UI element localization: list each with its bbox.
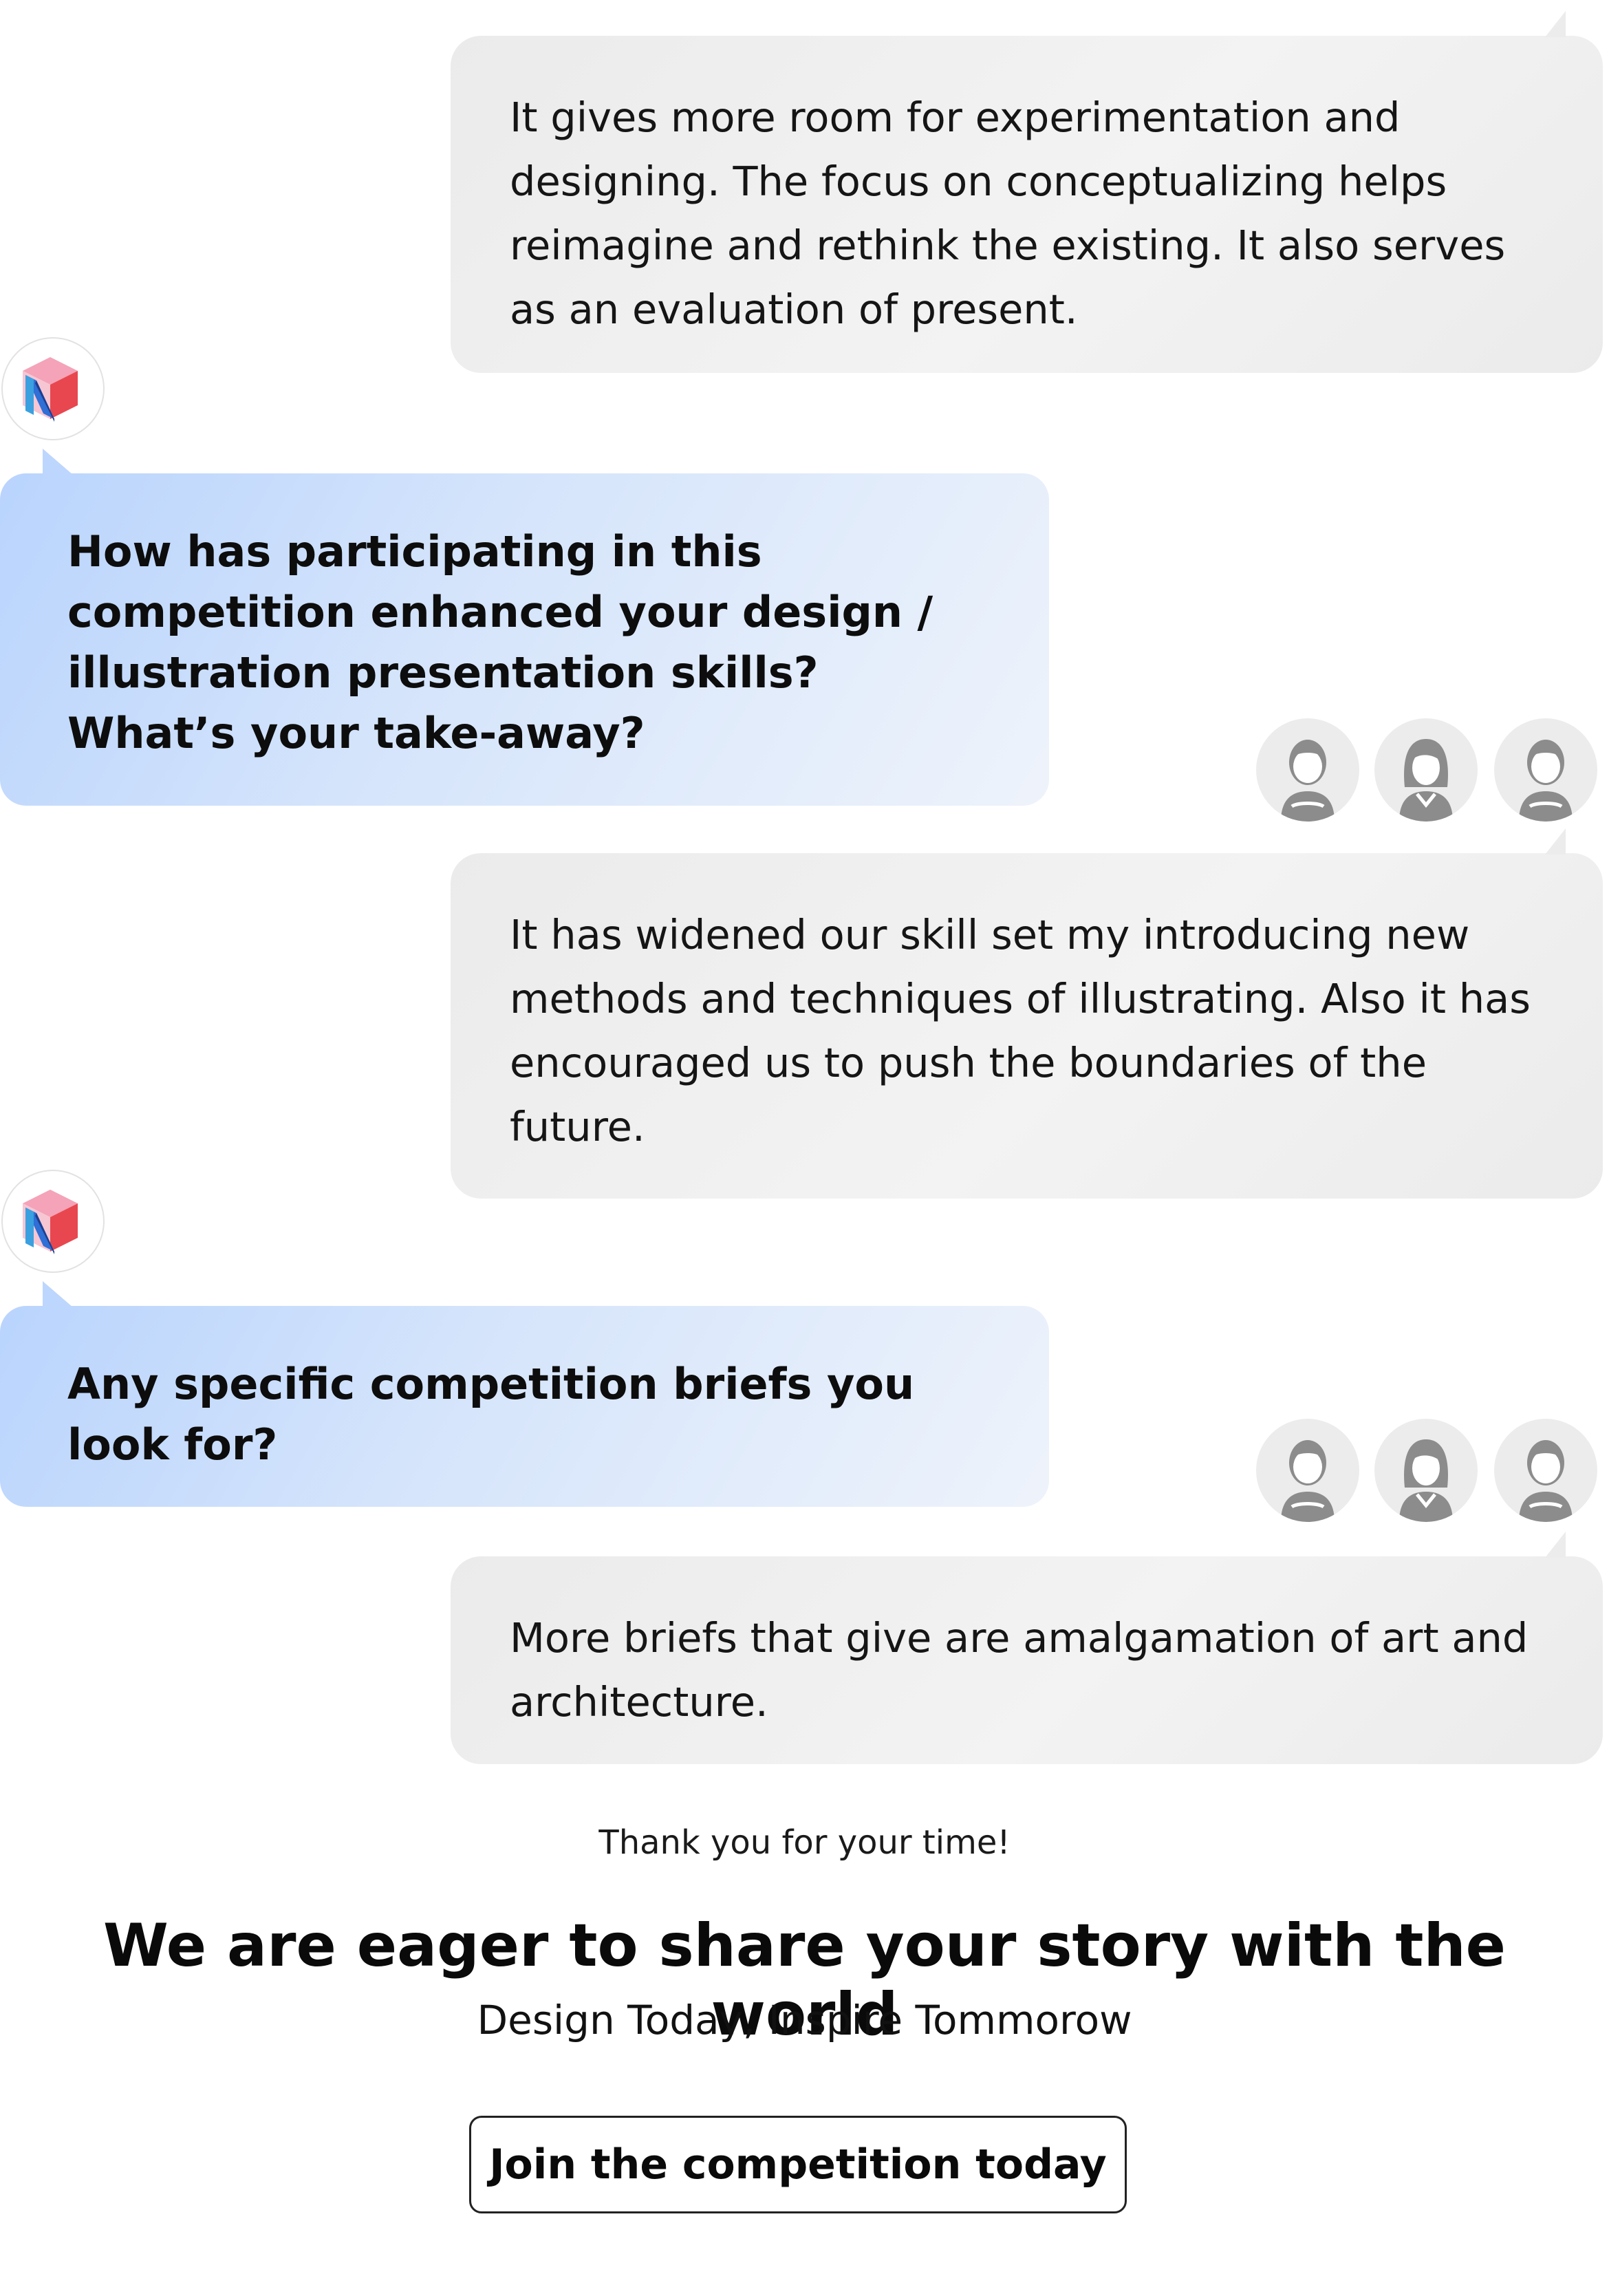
join-competition-label: Join the competition today: [489, 2141, 1107, 2189]
male-user-icon: [1281, 1440, 1335, 1522]
participant-avatar: [1374, 718, 1478, 822]
female-user-icon: [1399, 1439, 1453, 1522]
answer-text: More briefs that give are amalgamation o…: [510, 1614, 1529, 1726]
bubble-tail: [43, 1281, 73, 1307]
question-text: Any specific competition briefs you look…: [67, 1359, 915, 1470]
question-text: How has participating in this competitio…: [67, 526, 933, 758]
female-user-icon: [1399, 739, 1453, 822]
join-competition-button[interactable]: Join the competition today: [469, 2116, 1127, 2213]
answer-bubble: It gives more room for experimentation a…: [451, 11, 1603, 373]
bubble-tail: [1545, 11, 1566, 37]
answer-text: It has widened our skill set my introduc…: [510, 911, 1531, 1150]
participant-avatar: [1494, 1419, 1597, 1522]
bubble-tail: [1545, 828, 1566, 855]
closing-tagline: Design Today, Inspire Tommorow: [477, 1997, 1132, 2043]
answer-bubble: It has widened our skill set my introduc…: [451, 828, 1603, 1199]
bubble-tail: [43, 449, 73, 475]
interviewer-avatar: [1, 337, 105, 440]
logo-icon: [23, 1190, 78, 1254]
logo-icon: [23, 357, 78, 422]
closing-headline: We are eager to share your story with th…: [102, 1911, 1506, 2049]
participant-avatar: [1256, 1419, 1359, 1522]
male-user-icon: [1281, 740, 1335, 822]
participant-avatar: [1256, 718, 1359, 822]
answer-text: It gives more room for experimentation a…: [510, 94, 1506, 333]
male-user-icon: [1519, 1440, 1573, 1522]
answer-bubble: More briefs that give are amalgamation o…: [451, 1532, 1603, 1764]
bubble-tail: [1545, 1532, 1566, 1558]
interviewer-avatar: [1, 1170, 105, 1273]
male-user-icon: [1519, 740, 1573, 822]
question-bubble: Any specific competition briefs you look…: [0, 1281, 1049, 1507]
question-bubble: How has participating in this competitio…: [0, 449, 1049, 806]
participant-avatar: [1494, 718, 1597, 822]
participant-avatar: [1374, 1419, 1478, 1522]
thanks-text: Thank you for your time!: [598, 1823, 1011, 1862]
